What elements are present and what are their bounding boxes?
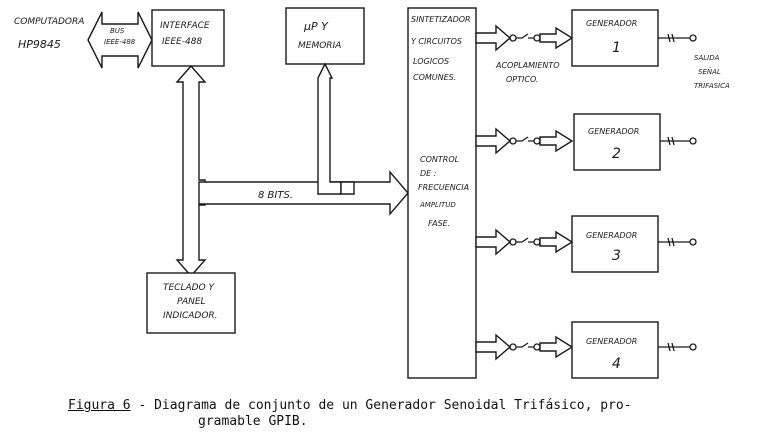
generator-row-3: GENERADOR 3 <box>475 215 697 273</box>
bus-label-line1: BUS <box>110 27 125 35</box>
synth-label-line2: Y CIRCUITOS <box>411 37 462 46</box>
keyboard-label-line3: INDICADOR. <box>163 311 218 321</box>
coupling-label-line2: OPTICO. <box>506 75 538 84</box>
up-bus-arrow <box>317 62 342 195</box>
caption-text: - Diagrama de conjunto de un Generador S… <box>130 398 632 413</box>
generator-3-label: GENERADOR <box>586 231 637 240</box>
generator-4-number: 4 <box>612 356 621 372</box>
control-label-line3: FRECUENCIA <box>418 183 469 192</box>
bits-label: 8 BITS. <box>258 190 293 201</box>
generator-row-1: GENERADOR 1 <box>475 9 697 67</box>
interface-label-line2: IEEE-488 <box>162 37 202 47</box>
caption-figure-number: Figura 6 <box>68 398 131 413</box>
keyboard-label-line1: TECLADO Y <box>163 283 216 293</box>
control-label-line4: AMPLITUD <box>419 201 456 209</box>
up-bus-connector <box>340 181 355 195</box>
computer-label-line2: HP9845 <box>18 38 61 51</box>
synth-label-line1: SINTETIZADOR <box>411 15 471 24</box>
keyboard-panel-box: TECLADO Y PANEL INDICADOR. <box>146 272 236 334</box>
generator-3-number: 3 <box>612 248 621 264</box>
output-label-line3: TRIFASICA <box>694 82 730 90</box>
computer-label: COMPUTADORA HP9845 <box>14 17 84 51</box>
control-label-line1: CONTROL <box>420 155 459 164</box>
up-label-line2: MEMORIA <box>298 41 341 51</box>
generator-1-number: 1 <box>612 40 621 56</box>
horizontal-bus-arrow <box>198 170 409 216</box>
control-label-line2: DE : <box>420 169 437 178</box>
generator-row-2: GENERADOR 2 <box>475 113 697 171</box>
generator-2-label: GENERADOR <box>588 127 639 136</box>
up-label-line1: µP Y <box>303 20 329 33</box>
interface-label-line1: INTERFACE <box>160 21 210 31</box>
vertical-bus-arrow <box>175 64 207 278</box>
output-label-line2: SEÑAL <box>698 67 721 76</box>
generator-1-label: GENERADOR <box>586 19 637 28</box>
output-label-line1: SALIDA <box>694 54 720 62</box>
figure-caption: Figura 6 - Diagrama de conjunto de un Ge… <box>68 398 768 430</box>
caption-continuation: gramable GPIB. <box>198 414 308 429</box>
generator-row-4: GENERADOR 4 <box>475 321 697 379</box>
coupling-label-line1: ACOPLAMIENTO <box>495 61 560 70</box>
synth-control-block: SINTETIZADOR Y CIRCUITOS LOGICOS COMUNES… <box>407 7 477 379</box>
control-label-line5: FASE. <box>428 219 450 228</box>
microprocessor-memory-box: µP Y MEMORIA <box>285 7 365 65</box>
synth-label-line4: COMUNES. <box>413 73 456 82</box>
generator-4-label: GENERADOR <box>586 337 637 346</box>
generator-2-number: 2 <box>612 146 621 162</box>
bus-label-line2: IEEE-488 <box>104 38 136 46</box>
interface-box: INTERFACE IEEE-488 <box>151 9 225 67</box>
bus-arrow: BUS IEEE-488 <box>87 11 153 69</box>
computer-label-line1: COMPUTADORA <box>14 17 84 27</box>
keyboard-label-line2: PANEL <box>177 297 206 307</box>
synth-label-line3: LOGICOS <box>413 57 449 66</box>
